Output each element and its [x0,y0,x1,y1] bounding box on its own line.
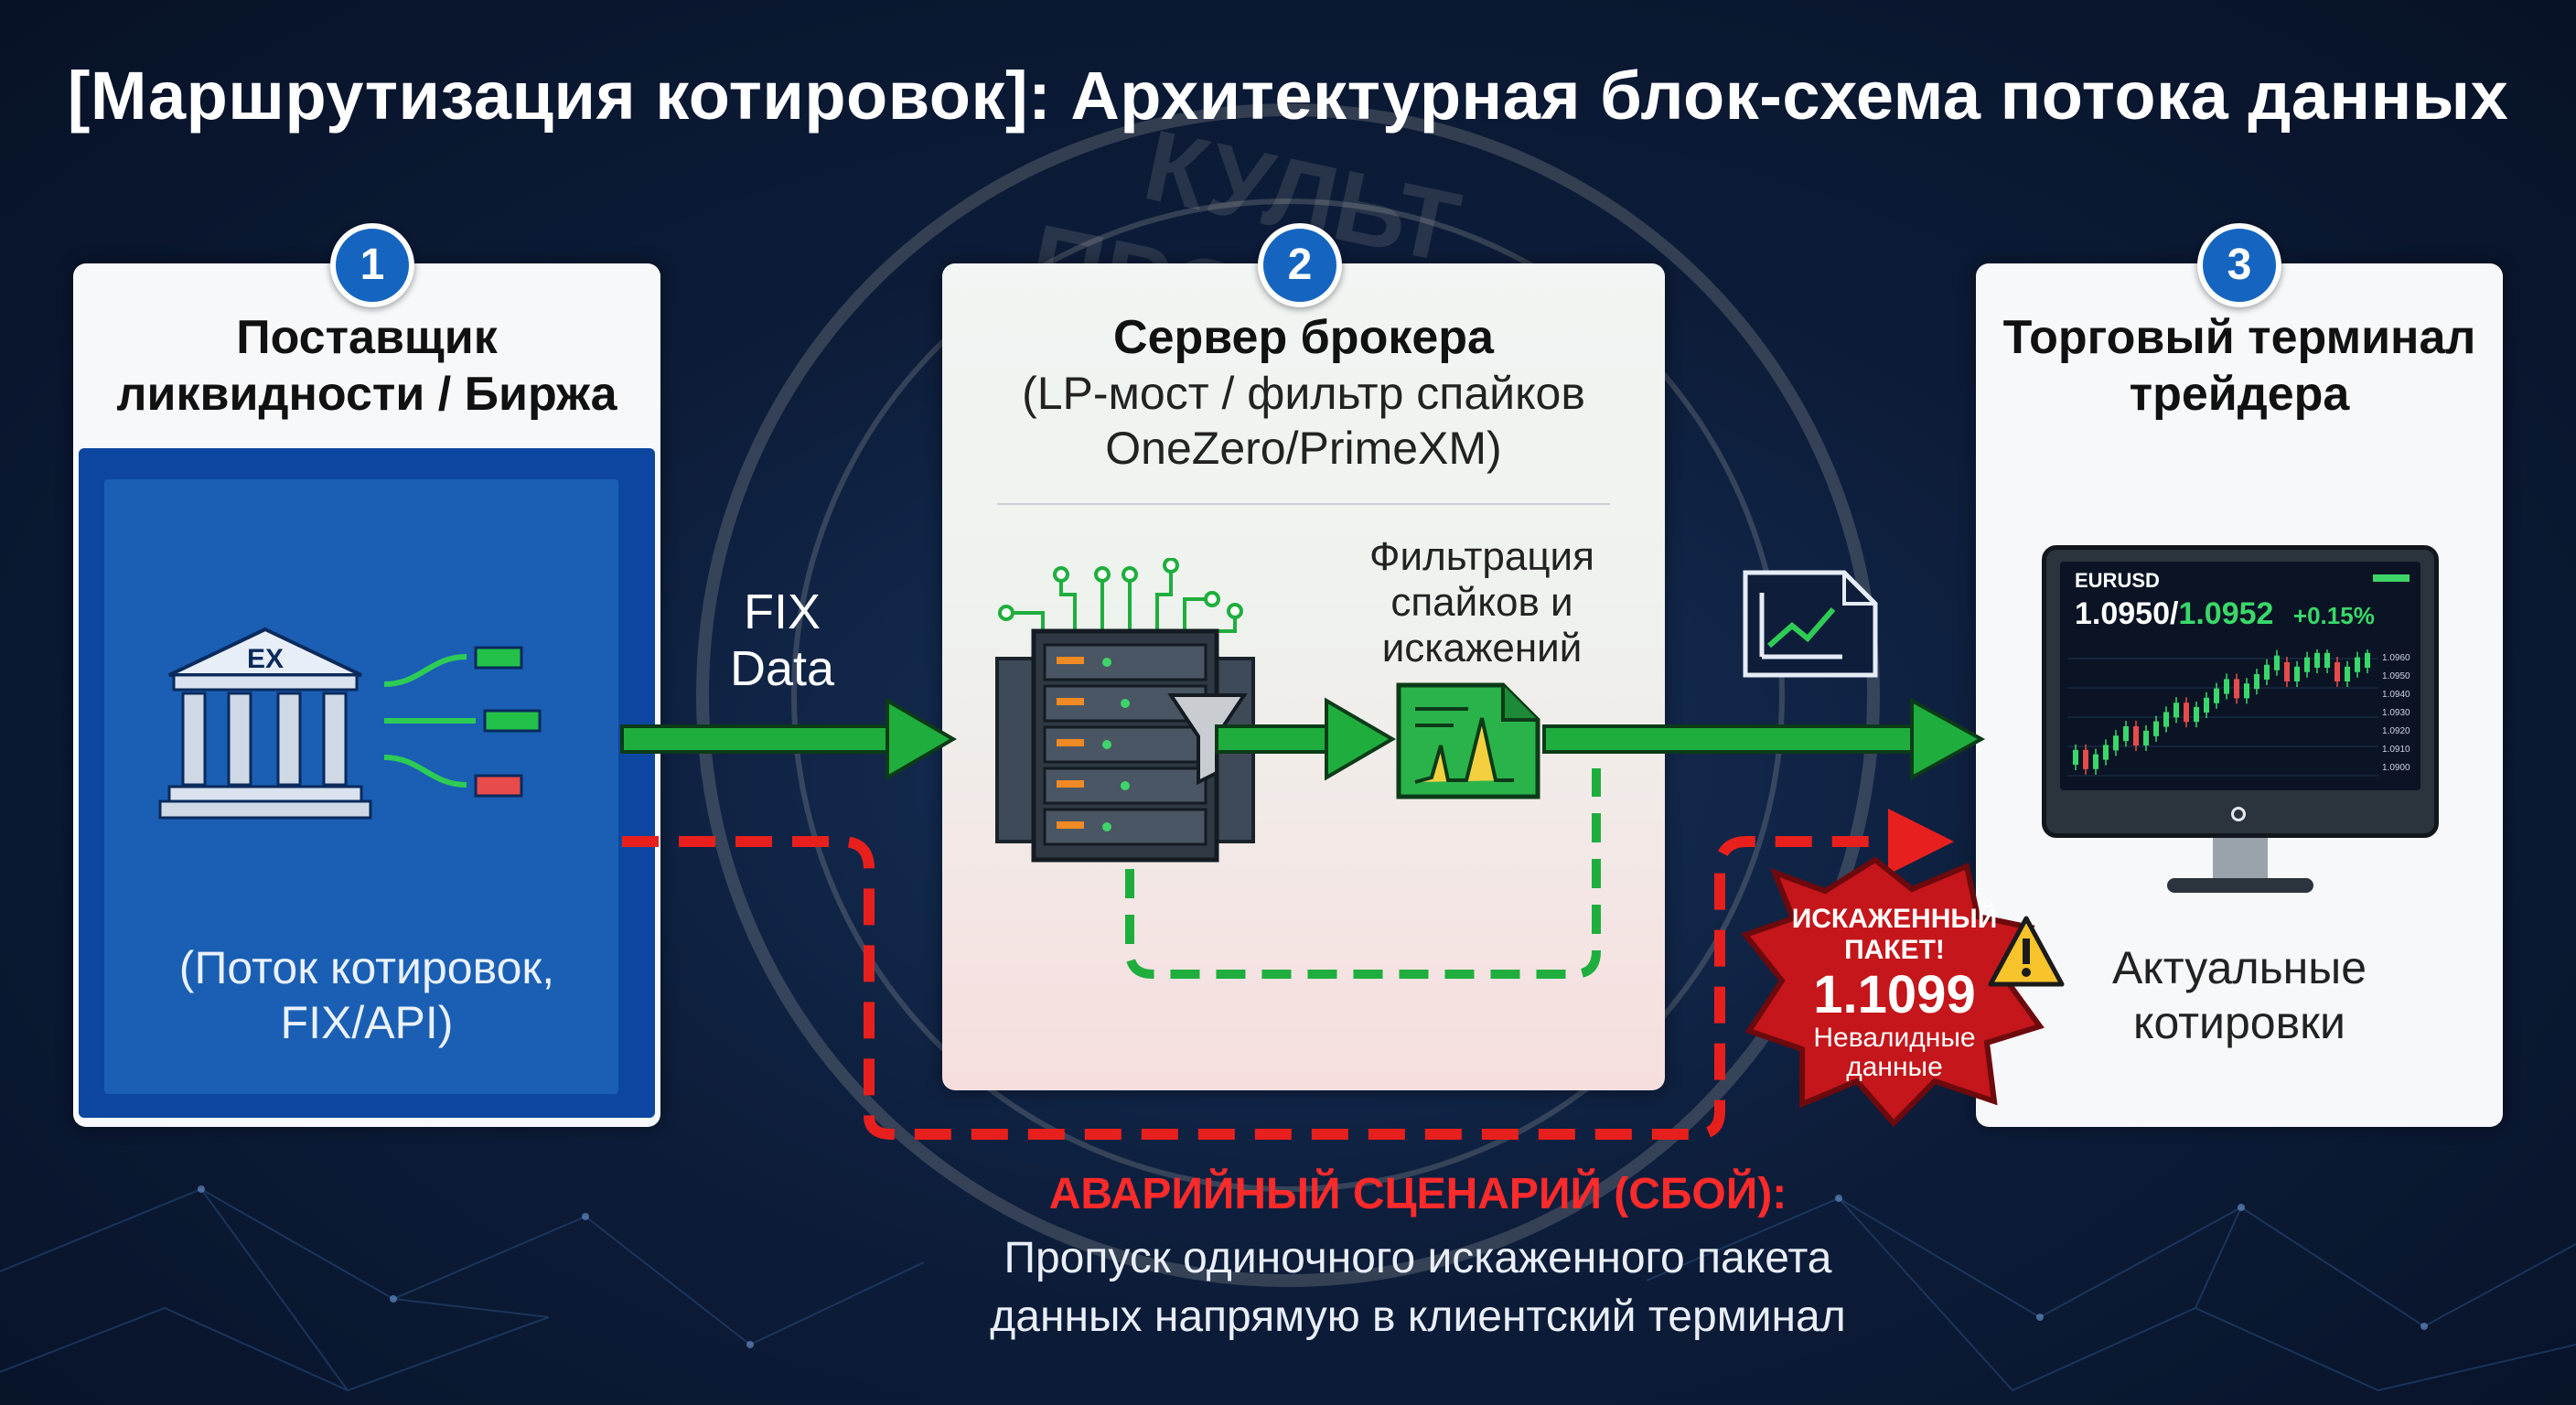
node-1-caption-line1: (Поток котировок, [178,942,555,993]
candle-body [2194,707,2199,723]
candle-body [2304,657,2310,672]
quote-separator: / [2170,596,2179,631]
monitor-chart-icon: EURUSD 1.0950/1.0952 +0.15% 1.0960 1.095… [2042,545,2439,902]
burst-line2: ПАКЕТ! [1844,935,1945,965]
price-tick: 1.0950 [2382,671,2410,681]
price-tick: 1.0910 [2382,745,2410,755]
candle-body [2234,679,2239,699]
window-controls-icon [2373,574,2410,582]
candle-body [2093,754,2098,769]
node-1-title-line1: Поставщик [236,311,498,364]
node-3-title-line2: трейдера [2129,368,2350,421]
candle-body [2073,749,2078,765]
price-axis: 1.0960 1.0950 1.0940 1.0930 1.0920 1.091… [2382,649,2419,787]
candle-body [2083,749,2088,769]
node-2-badge: 2 [1258,223,1342,307]
price-tick: 1.0900 [2382,763,2410,773]
monitor-power-icon [2231,807,2246,821]
edge-arrow-server-filter [1215,697,1396,781]
candle-body [2345,666,2350,681]
candle-body [2254,674,2259,690]
candle-body [2204,697,2209,713]
failure-desc-line2: данных напрямую в клиентский терминал [990,1292,1846,1341]
candle-body [2324,652,2330,668]
node-2-subtitle-line1: (LP-мост / фильтр спайков [1022,368,1585,419]
candle-body [2274,655,2280,670]
symbol-label: EURUSD [2075,569,2160,592]
edge-green-dashed-loop [1125,768,1601,979]
filter-label-line3: искажений [1381,626,1583,670]
node-3-title-line1: Торговый терминал [2002,311,2476,364]
node-2-title: Сервер брокера [1113,311,1494,364]
candle-body [2314,652,2320,668]
page-title: [Маршрутизация котировок]: Архитектурная… [67,58,2509,134]
monitor-screen: EURUSD 1.0950/1.0952 +0.15% 1.0960 1.095… [2060,562,2420,790]
change-value: +0.15% [2292,602,2375,629]
edge-fix-label-line2: Data [729,641,835,696]
candle-body [2133,726,2139,745]
node-1-caption-line2: FIX/API) [280,997,454,1048]
edge-fix-label-line1: FIX [743,585,821,639]
price-tick: 1.0920 [2382,726,2410,736]
monitor-base [2167,878,2313,893]
quote-document-icon [1743,570,1878,678]
node-3-caption-line2: котировки [2133,997,2345,1048]
burst-line3: Невалидные [1813,1023,1976,1053]
candle-body [2174,702,2179,718]
candle-body [2103,745,2109,760]
node-liquidity-provider: Поставщик ликвидности / Биржа EX (Поток … [73,263,660,1127]
server-rack-funnel-icon [995,558,1255,863]
edge-arrow-fix [620,697,957,781]
candle-body [2224,679,2229,694]
candle-body [2153,721,2159,736]
svg-text:EX: EX [247,644,284,674]
price-tick: 1.0960 [2382,653,2410,663]
node-2-divider [997,503,1610,505]
node-2-subtitle-line2: OneZero/PrimeXM) [1105,423,1502,474]
candle-body [2244,683,2249,699]
burst-line4: данные [1846,1052,1943,1082]
node-1-badge: 1 [330,223,414,307]
failure-scenario-label: АВАРИЙНЫЙ СЦЕНАРИЙ (СБОЙ): [1048,1170,1787,1218]
candle-body [2184,702,2189,723]
failure-desc-line1: Пропуск одиночного искаженного пакета [1004,1234,1832,1282]
candle-body [2355,657,2360,672]
edge-arrow-to-terminal [1542,697,1986,781]
candle-body [2113,735,2119,751]
price-tick: 1.0930 [2382,708,2410,718]
candle-body [2365,652,2370,668]
bad-price: 1.1099 [1813,965,1976,1024]
burst-line1: ИСКАЖЕННЫЙ [1791,904,1998,934]
candle-body [2334,662,2340,681]
candle-body [2163,712,2169,727]
candlestick-chart [2067,649,2378,777]
spike-chart-document-icon [1396,682,1540,799]
bid-price: 1.0950 [2075,596,2170,631]
filter-label-line2: спайков и [1390,580,1573,625]
node-3-caption-line1: Актуальные [2111,942,2367,993]
edge-red-dashed-bypass [622,809,1954,1140]
distorted-packet-burst [1741,856,2045,1127]
monitor-stand [2213,838,2268,884]
candle-body [2123,726,2129,742]
candle-body [2264,664,2270,680]
ask-price: 1.0952 [2178,596,2274,631]
candle-body [2143,730,2149,745]
node-3-badge: 3 [2197,223,2281,307]
filter-label-line1: Фильтрация [1369,534,1594,579]
node-1-title-line2: ликвидности / Биржа [116,368,617,421]
price-tick: 1.0940 [2382,690,2410,700]
exchange-building-icon: EX [158,627,542,820]
quote-line: 1.0950/1.0952 +0.15% [2075,596,2375,632]
candle-body [2214,688,2219,703]
warning-triangle-icon [1988,916,2065,987]
candle-body [2284,662,2290,681]
candle-body [2294,666,2300,681]
